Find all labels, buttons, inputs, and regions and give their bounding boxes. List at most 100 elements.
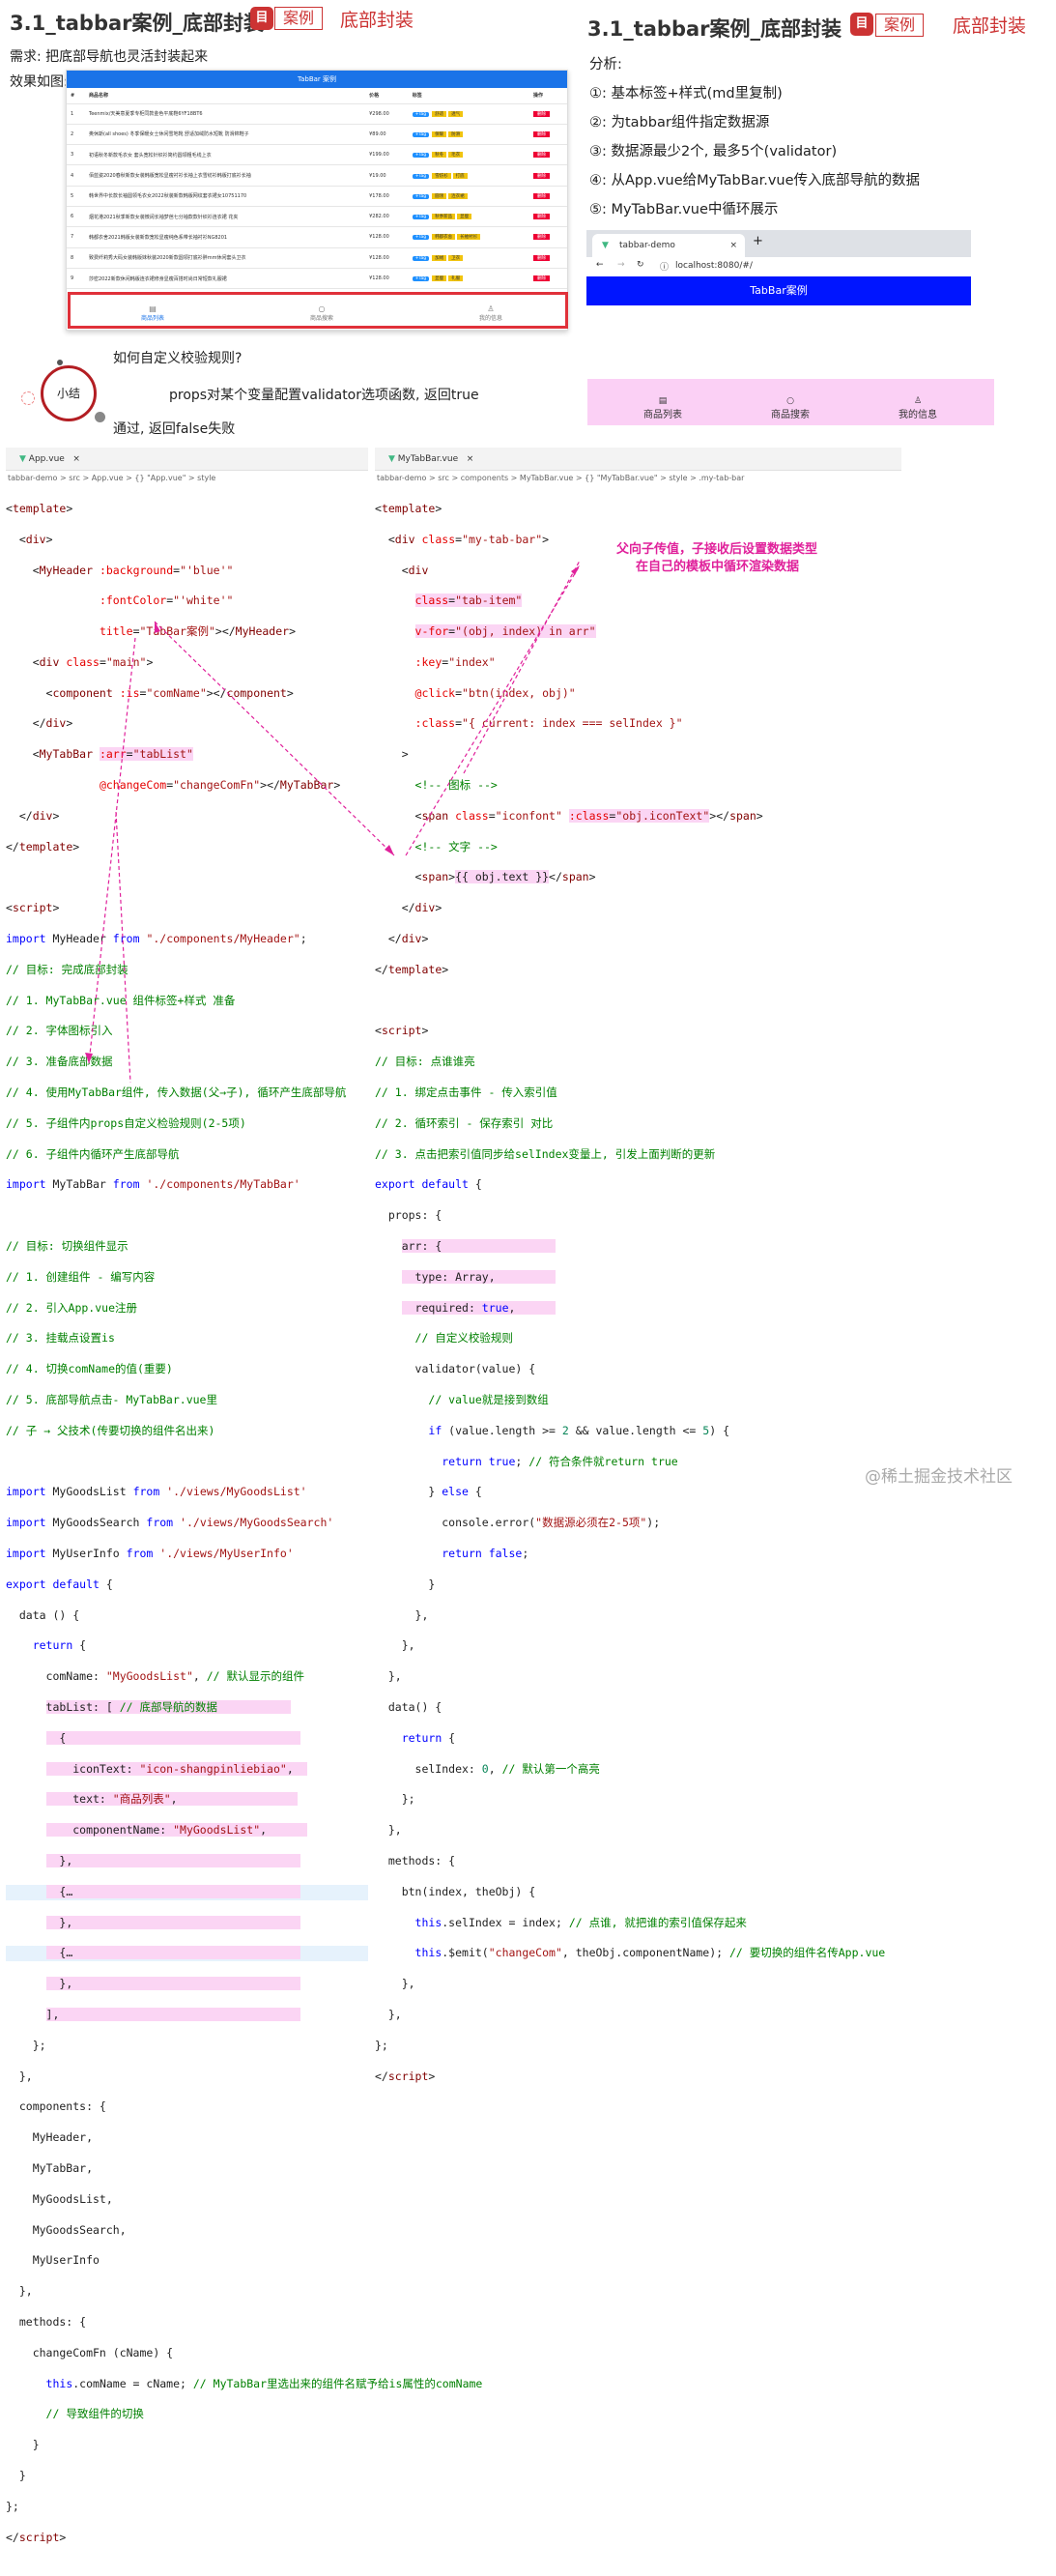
delete-button[interactable]: 删除 — [533, 172, 551, 179]
pink-tabbar: ▤商品列表 ○商品搜索 ♙我的信息 — [587, 379, 994, 425]
add-tag-button[interactable]: +Tag — [412, 193, 430, 199]
analysis-list: ①: 基本标签+样式(md里复制) ②: 为tabbar组件指定数据源 ③: 数… — [589, 79, 920, 224]
pink-tab-goods-search[interactable]: ○商品搜索 — [752, 396, 829, 420]
delete-button[interactable]: 删除 — [533, 152, 551, 159]
vue-icon: ▼ — [19, 454, 26, 464]
tag-badge: 礼服 — [448, 275, 464, 282]
app-header: TabBar案例 — [586, 276, 971, 305]
delete-button[interactable]: 删除 — [533, 254, 551, 261]
goods-price: ¥128.00 — [365, 268, 409, 290]
add-tag-button[interactable]: +Tag — [412, 276, 430, 282]
analysis-item: ③: 数据源最少2个, 最多5个(validator) — [589, 144, 838, 159]
requirement-text: 需求: 把底部导航也灵活封装起来 — [10, 49, 209, 65]
arrow-line — [463, 560, 581, 774]
editor-tab[interactable]: ▼ App.vue × — [6, 448, 368, 471]
arrow-line — [115, 811, 131, 1084]
delete-button[interactable]: 删除 — [533, 275, 551, 282]
decor-circle — [21, 391, 35, 405]
goods-name: 烟花港2021秋季新款女装微阔长袖梦芭七分袖款款针织衫连衣裙 花夹 — [85, 206, 366, 228]
tag-badge: 防滑 — [448, 130, 464, 137]
add-tag-button[interactable]: +Tag — [412, 173, 430, 179]
tab-goods-list[interactable]: ▤商品列表 — [140, 304, 164, 322]
summary-answer-2: 通过, 返回false失败 — [113, 421, 236, 437]
analysis-item: ②: 为tabbar组件指定数据源 — [589, 115, 770, 130]
tab-my-info[interactable]: ♙我的信息 — [478, 304, 502, 322]
row-index: 7 — [67, 226, 85, 248]
screenshot-header: TabBar 案例 — [67, 71, 567, 88]
goods-price: ¥19.00 — [365, 164, 409, 187]
watermark: @稀土掘金技术社区 — [865, 1467, 1013, 1487]
goods-name: Teenmix/天美意夏季专柜同款金色平底鞋6YF18BT6 — [85, 103, 366, 125]
tag-badge: 雪纺衫 — [432, 172, 451, 179]
arrow-line — [405, 564, 581, 856]
tag-badge: 加绒 — [432, 254, 447, 261]
url-text[interactable]: localhost:8080/#/ — [675, 261, 753, 271]
search-icon: ○ — [786, 396, 794, 406]
row-index: 1 — [67, 103, 85, 125]
delete-button[interactable]: 删除 — [533, 192, 551, 199]
table-header-cell: 价格 — [365, 88, 409, 104]
table-header-cell: # — [67, 88, 85, 104]
delete-button[interactable]: 删除 — [533, 110, 551, 117]
pink-tab-goods-list[interactable]: ▤商品列表 — [624, 396, 701, 420]
red-label-right: 底部封装 — [953, 15, 1027, 37]
callout-line-2: 在自己的模板中循环渲染数据 — [636, 560, 800, 574]
analysis-title: 分析: — [589, 57, 622, 72]
case-icon: 目 — [250, 7, 273, 30]
table-header-cell: 标签 — [408, 88, 530, 104]
list-icon: ▤ — [658, 396, 668, 406]
row-index: 4 — [67, 164, 85, 187]
row-index: 6 — [67, 206, 85, 228]
goods-price: ¥199.00 — [365, 144, 409, 166]
delete-button[interactable]: 删除 — [533, 130, 551, 137]
add-tag-button[interactable]: +Tag — [412, 111, 430, 117]
tag-badge: 透气 — [448, 110, 464, 117]
editor-tab[interactable]: ▼ MyTabBar.vue × — [375, 448, 901, 471]
delete-button[interactable]: 删除 — [533, 214, 551, 220]
goods-name: 初语秋冬新款毛衣女 套头宽松针织衫简约圆领粗毛线上衣 — [85, 144, 366, 166]
tab-goods-search[interactable]: ○商品搜索 — [309, 304, 333, 322]
arrow-head — [571, 565, 580, 575]
tag-badge: 卫衣 — [448, 254, 464, 261]
goods-name: 佰蓝姿2020春秋新款女装韩版宽松显瘦衬衫长袖上衣雪纺衫韩版打底衫长袖 — [85, 164, 366, 187]
tag-badge: 长袖衬衫 — [457, 234, 481, 241]
goods-price: ¥128.00 — [365, 226, 409, 248]
add-tag-button[interactable]: +Tag — [412, 131, 430, 137]
goods-name: 致费纤莉秀大码女装韩版妹秋装2020新款圆领打底衫胖mm休闲套头卫衣 — [85, 247, 366, 269]
back-icon[interactable]: ← — [596, 260, 604, 270]
goods-name: 奥休斯(all shoes) 冬季保暖女士休闲雪地靴 舒适加绒防水短靴 防滑棉鞋… — [85, 124, 366, 146]
add-tag-button[interactable]: +Tag — [412, 235, 430, 241]
goods-price: ¥298.00 — [365, 103, 409, 125]
close-icon[interactable]: × — [729, 241, 737, 250]
vue-icon: ▼ — [602, 241, 609, 250]
reload-icon[interactable]: ↻ — [637, 260, 644, 270]
arrow-line — [88, 637, 136, 1064]
arrow-line — [154, 621, 395, 856]
new-tab-icon[interactable]: + — [753, 234, 763, 248]
add-tag-button[interactable]: +Tag — [412, 153, 430, 159]
red-label: 底部封装 — [340, 10, 414, 31]
decor-dot — [57, 360, 63, 365]
browser-tab[interactable]: ▼ tabbar-demo × — [592, 234, 745, 257]
table-header-cell: 商品名称 — [85, 88, 366, 104]
add-tag-button[interactable]: +Tag — [412, 215, 430, 220]
decor-dot — [95, 412, 105, 422]
delete-button[interactable]: 删除 — [533, 234, 551, 241]
close-icon: × — [466, 454, 474, 464]
breadcrumb: tabbar-demo > src > components > MyTabBa… — [377, 474, 745, 482]
row-index: 8 — [67, 247, 85, 269]
tag-badge: 圆领 — [432, 192, 447, 199]
forward-icon[interactable]: → — [617, 260, 625, 270]
add-tag-button[interactable]: +Tag — [412, 255, 430, 261]
browser-window: ▼ tabbar-demo × + ← → ↻ ⓘ localhost:8080… — [586, 230, 971, 307]
vue-icon: ▼ — [388, 454, 395, 464]
pink-tab-my-info[interactable]: ♙我的信息 — [879, 396, 956, 420]
address-bar: ← → ↻ ⓘ localhost:8080/#/ — [586, 257, 971, 276]
